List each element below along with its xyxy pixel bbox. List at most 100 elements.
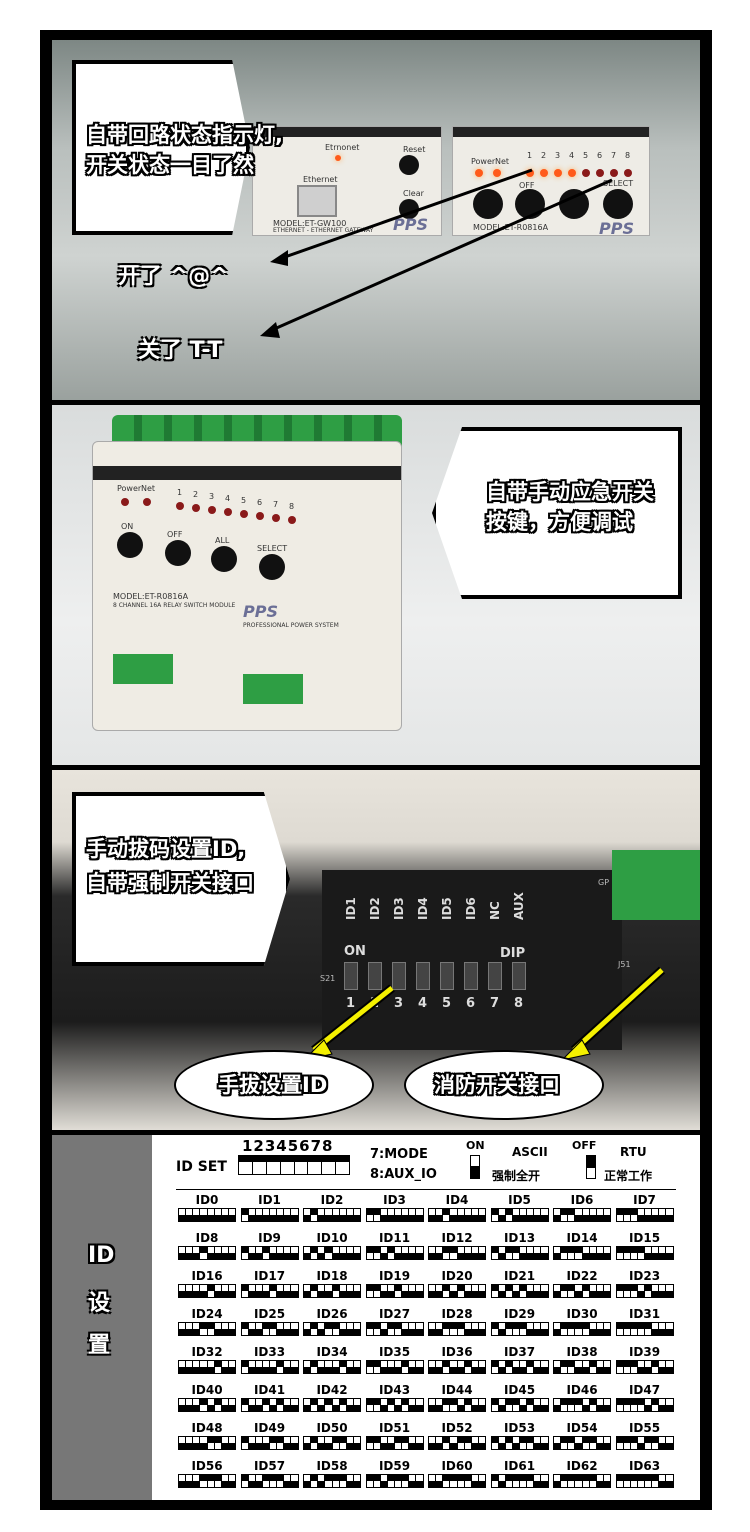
id-entry-bit [387, 1399, 395, 1411]
bit-knob [402, 1437, 409, 1443]
id-entry-bit [387, 1361, 395, 1373]
id-entry-bit [429, 1475, 437, 1487]
bit-knob [395, 1367, 402, 1373]
id-entry-bit [200, 1475, 208, 1487]
bit-knob [429, 1329, 436, 1335]
id-entry-bit [491, 1361, 499, 1373]
id-entry-bit [666, 1285, 673, 1297]
id-entry-bits [303, 1474, 361, 1488]
id-entry-name: ID1 [258, 1193, 281, 1207]
relay3d-net-led [143, 498, 151, 506]
id-entry: ID27 [364, 1307, 426, 1341]
relay3d-off-button[interactable] [165, 540, 191, 566]
id-entry-bit [387, 1247, 395, 1259]
id-entry-bit [443, 1323, 451, 1335]
id-entry-bit [589, 1361, 597, 1373]
id-entry-bit [534, 1437, 542, 1449]
id-entry-bit [318, 1209, 326, 1221]
relay3d-on-button[interactable] [117, 532, 143, 558]
id-entry-bit [630, 1323, 638, 1335]
bit-knob [332, 1285, 339, 1291]
bit-knob [436, 1405, 443, 1411]
id-set-bit [336, 1156, 349, 1174]
gateway-top-stripe [253, 127, 441, 137]
id-entry: ID38 [551, 1345, 613, 1379]
bit-knob [450, 1443, 457, 1449]
id-entry-bit [366, 1285, 374, 1297]
id-entry-bit [395, 1437, 403, 1449]
bit-knob [603, 1253, 610, 1259]
id-entry-name: ID53 [503, 1421, 536, 1435]
id-entry-bit [554, 1323, 562, 1335]
bit-knob [478, 1481, 485, 1487]
id-entry-bit [325, 1361, 333, 1373]
bit-knob [596, 1405, 603, 1411]
bit-knob [534, 1291, 541, 1297]
id-entry-bits [553, 1436, 611, 1450]
relay3d-brand-sub: PROFESSIONAL POWER SYSTEM [243, 622, 339, 629]
id-entry-bit [561, 1475, 569, 1487]
bit-knob [311, 1323, 318, 1329]
id-entry-bit [325, 1475, 333, 1487]
bit-knob [228, 1443, 235, 1449]
bit-knob [450, 1247, 457, 1253]
bit-knob [603, 1481, 610, 1487]
id-entry-bit [589, 1209, 597, 1221]
relay-off-button[interactable] [515, 189, 545, 219]
id-entry-bits [178, 1474, 236, 1488]
bit-knob [652, 1329, 659, 1335]
oval-fire-interface-text: 消防开关接口 [434, 1073, 560, 1097]
id-entry-bit [498, 1399, 506, 1411]
id-entry-bit [332, 1475, 340, 1487]
bit-knob [450, 1367, 457, 1373]
bit-knob [568, 1285, 575, 1291]
bit-knob [527, 1291, 534, 1297]
id-entry-name: ID38 [566, 1345, 598, 1359]
bit-knob [520, 1475, 527, 1481]
relay3d-select-button[interactable] [259, 554, 285, 580]
bit-knob [373, 1323, 380, 1329]
bit-knob [596, 1291, 603, 1297]
bit-knob [409, 1291, 416, 1297]
id-entry-bit [366, 1209, 374, 1221]
id-entry-bit [193, 1247, 201, 1259]
bit-knob [409, 1215, 416, 1221]
relay-on-button[interactable] [473, 189, 503, 219]
bit-knob [589, 1361, 596, 1367]
channel-number: 3 [555, 151, 561, 160]
id-entry-name: ID27 [378, 1307, 411, 1321]
bit-knob [498, 1367, 505, 1373]
id-entry-bit [262, 1361, 270, 1373]
bit-knob [498, 1215, 505, 1221]
relay-top-stripe [453, 127, 649, 137]
id-entry-bit [409, 1209, 417, 1221]
id-entry-bit [193, 1285, 201, 1297]
indicator-arrows [260, 168, 613, 338]
id-entry-bit [325, 1285, 333, 1297]
bit-knob [478, 1291, 485, 1297]
relay-all-button[interactable] [559, 189, 589, 219]
bit-knob [311, 1209, 318, 1215]
id-entry-bit [666, 1437, 673, 1449]
id-entry-bit [471, 1475, 479, 1487]
id-entry: ID7 [614, 1193, 676, 1227]
bit-knob [568, 1323, 575, 1329]
bit-knob [464, 1253, 471, 1259]
id-entry-bit [409, 1475, 417, 1487]
relay3d-all-button[interactable] [211, 546, 237, 572]
id-entry-bit [637, 1475, 645, 1487]
id-entry-bits [303, 1284, 361, 1298]
id-entry: ID18 [301, 1269, 363, 1303]
relay-select-button[interactable] [603, 189, 633, 219]
id-entry-bit [346, 1323, 354, 1335]
id-entry-bit [207, 1437, 215, 1449]
id-entry-bit [450, 1209, 458, 1221]
id-entry-bit [366, 1475, 374, 1487]
id-entry-bit [582, 1285, 590, 1297]
id-entry-bit [457, 1437, 465, 1449]
id-entry-bit [637, 1437, 645, 1449]
id-entry: ID19 [364, 1269, 426, 1303]
id-entry-bit [284, 1475, 292, 1487]
gateway-reset-button[interactable] [399, 155, 419, 175]
